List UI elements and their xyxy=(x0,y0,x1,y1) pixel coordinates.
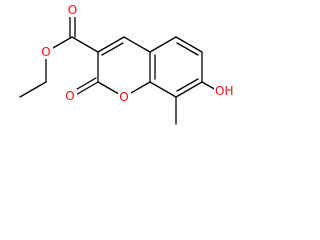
hydroxyl-oxygen-label: OH xyxy=(215,84,233,98)
atom-labels: O O O O OH xyxy=(40,3,236,104)
molecule-structure-diagram: O O O O OH xyxy=(19,3,236,125)
bond-c4a-c4 xyxy=(123,36,151,53)
bond-c4-c3-inner xyxy=(101,42,124,56)
bond-c5-c6-inner xyxy=(176,42,199,56)
hydroxyl-h: H xyxy=(224,84,233,98)
bond-c7-c8 xyxy=(175,81,203,98)
lactone-carbonyl-oxygen-label: O xyxy=(65,89,74,103)
bond-ch2-ch3 xyxy=(19,81,47,98)
bond-c3-cester xyxy=(71,36,99,53)
hydroxyl-o: O xyxy=(215,84,224,98)
ring-oxygen-label: O xyxy=(119,90,128,104)
bond-c2-o-double-a xyxy=(73,81,99,97)
bond-c8-c8a xyxy=(149,81,177,98)
ester-carbonyl-oxygen-label: O xyxy=(68,3,77,17)
bond-c4-c3 xyxy=(97,36,125,53)
bond-c5-c6 xyxy=(175,36,203,53)
bond-c7-c8-inner xyxy=(176,78,199,92)
ester-ether-oxygen-label: O xyxy=(41,45,50,59)
bonds xyxy=(19,13,219,125)
bond-c4a-c5 xyxy=(149,36,177,53)
